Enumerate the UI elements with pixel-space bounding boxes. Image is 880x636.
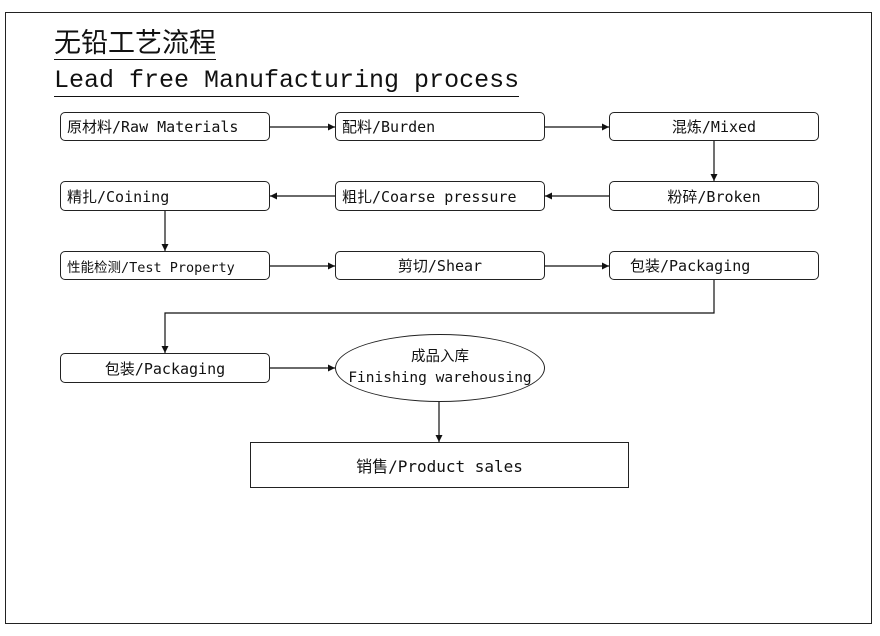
step-coarse-pressure: 粗扎/Coarse pressure: [335, 181, 545, 211]
step-raw-materials: 原材料/Raw Materials: [60, 112, 270, 141]
step-product-sales: 销售/Product sales: [250, 442, 629, 488]
step-burden: 配料/Burden: [335, 112, 545, 141]
warehousing-label-en: Finishing warehousing: [348, 370, 532, 386]
warehousing-label-cn: 成品入库: [411, 348, 469, 365]
title-chinese: 无铅工艺流程: [54, 28, 216, 60]
step-shear: 剪切/Shear: [335, 251, 545, 280]
step-packaging-1: 包装/Packaging: [609, 251, 819, 280]
diagram-frame: [5, 12, 872, 624]
step-coining: 精扎/Coining: [60, 181, 270, 211]
title-english: Lead free Manufacturing process: [54, 66, 520, 97]
step-broken: 粉碎/Broken: [609, 181, 819, 211]
step-finishing-warehousing: 成品入库 Finishing warehousing: [335, 334, 545, 402]
arrow-packaging-to-packaging: [161, 280, 715, 353]
step-packaging-2: 包装/Packaging: [60, 353, 270, 383]
step-mixed: 混炼/Mixed: [609, 112, 819, 141]
step-test-property: 性能检测/Test Property: [60, 251, 270, 280]
